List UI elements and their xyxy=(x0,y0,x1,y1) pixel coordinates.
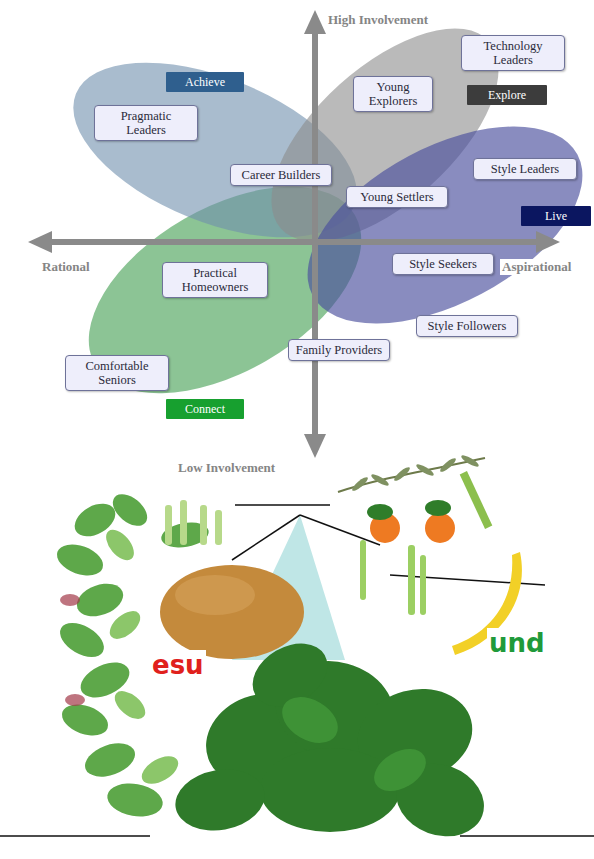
segment-name: Comfortable Seniors xyxy=(71,359,163,387)
segment-name: Career Builders xyxy=(242,168,321,182)
axis-label: Low Involvement xyxy=(176,460,277,476)
group-name: Achieve xyxy=(185,75,225,89)
motivation-axis xyxy=(48,239,540,245)
segment-box: Style Leaders xyxy=(473,158,577,180)
sketch-lines xyxy=(0,505,594,836)
group-name: Explore xyxy=(488,88,526,102)
segment-box: Pragmatic Leaders xyxy=(94,105,198,141)
arrow-head xyxy=(536,231,560,253)
group-name: Live xyxy=(545,209,567,223)
segment-group-tag: Explore xyxy=(467,85,547,105)
segment-name: Pragmatic Leaders xyxy=(100,109,192,137)
segment-box: Style Followers xyxy=(416,315,518,337)
segment-box: Style Seekers xyxy=(392,253,494,275)
segment-name: Young Explorers xyxy=(359,80,427,108)
segment-name: Style Followers xyxy=(428,319,507,333)
axis-label: High Involvement xyxy=(326,12,430,28)
segment-name: Practical Homeowners xyxy=(168,266,262,294)
segment-group-tag: Connect xyxy=(166,399,244,419)
segment-box: Young Settlers xyxy=(346,186,448,208)
involvement-axis xyxy=(312,30,318,440)
vegetable-face xyxy=(0,453,594,848)
segment-group-tag: Achieve xyxy=(166,72,244,92)
segment-box: Career Builders xyxy=(230,164,332,186)
segment-name: Style Seekers xyxy=(409,257,477,271)
arrow-head xyxy=(304,434,326,458)
leaf-frame xyxy=(53,488,222,821)
nose-sticks xyxy=(360,540,426,615)
axes xyxy=(28,10,560,458)
arrow-head xyxy=(304,10,326,34)
segment-box: Practical Homeowners xyxy=(162,262,268,298)
segment-box: Family Providers xyxy=(288,339,390,361)
segment-group-tag: Live xyxy=(521,206,591,226)
group-name: Connect xyxy=(185,402,225,416)
segment-box: Comfortable Seniors xyxy=(65,355,169,391)
text-fragment: und xyxy=(487,628,547,658)
potato xyxy=(160,565,304,659)
segment-box: Technology Leaders xyxy=(461,35,565,71)
spinach xyxy=(170,631,494,849)
text-fragment: esu xyxy=(150,650,206,680)
axis-label: Aspirational xyxy=(500,259,573,275)
segment-name: Style Leaders xyxy=(491,162,559,176)
axis-label: Rational xyxy=(40,259,92,275)
live-region xyxy=(276,86,594,365)
eyes xyxy=(367,471,492,543)
segment-box: Young Explorers xyxy=(353,76,433,112)
segment-name: Young Settlers xyxy=(360,190,433,204)
segment-name: Technology Leaders xyxy=(467,39,559,67)
segment-regions xyxy=(49,0,594,436)
arrow-head xyxy=(28,231,52,253)
segment-name: Family Providers xyxy=(296,343,382,357)
